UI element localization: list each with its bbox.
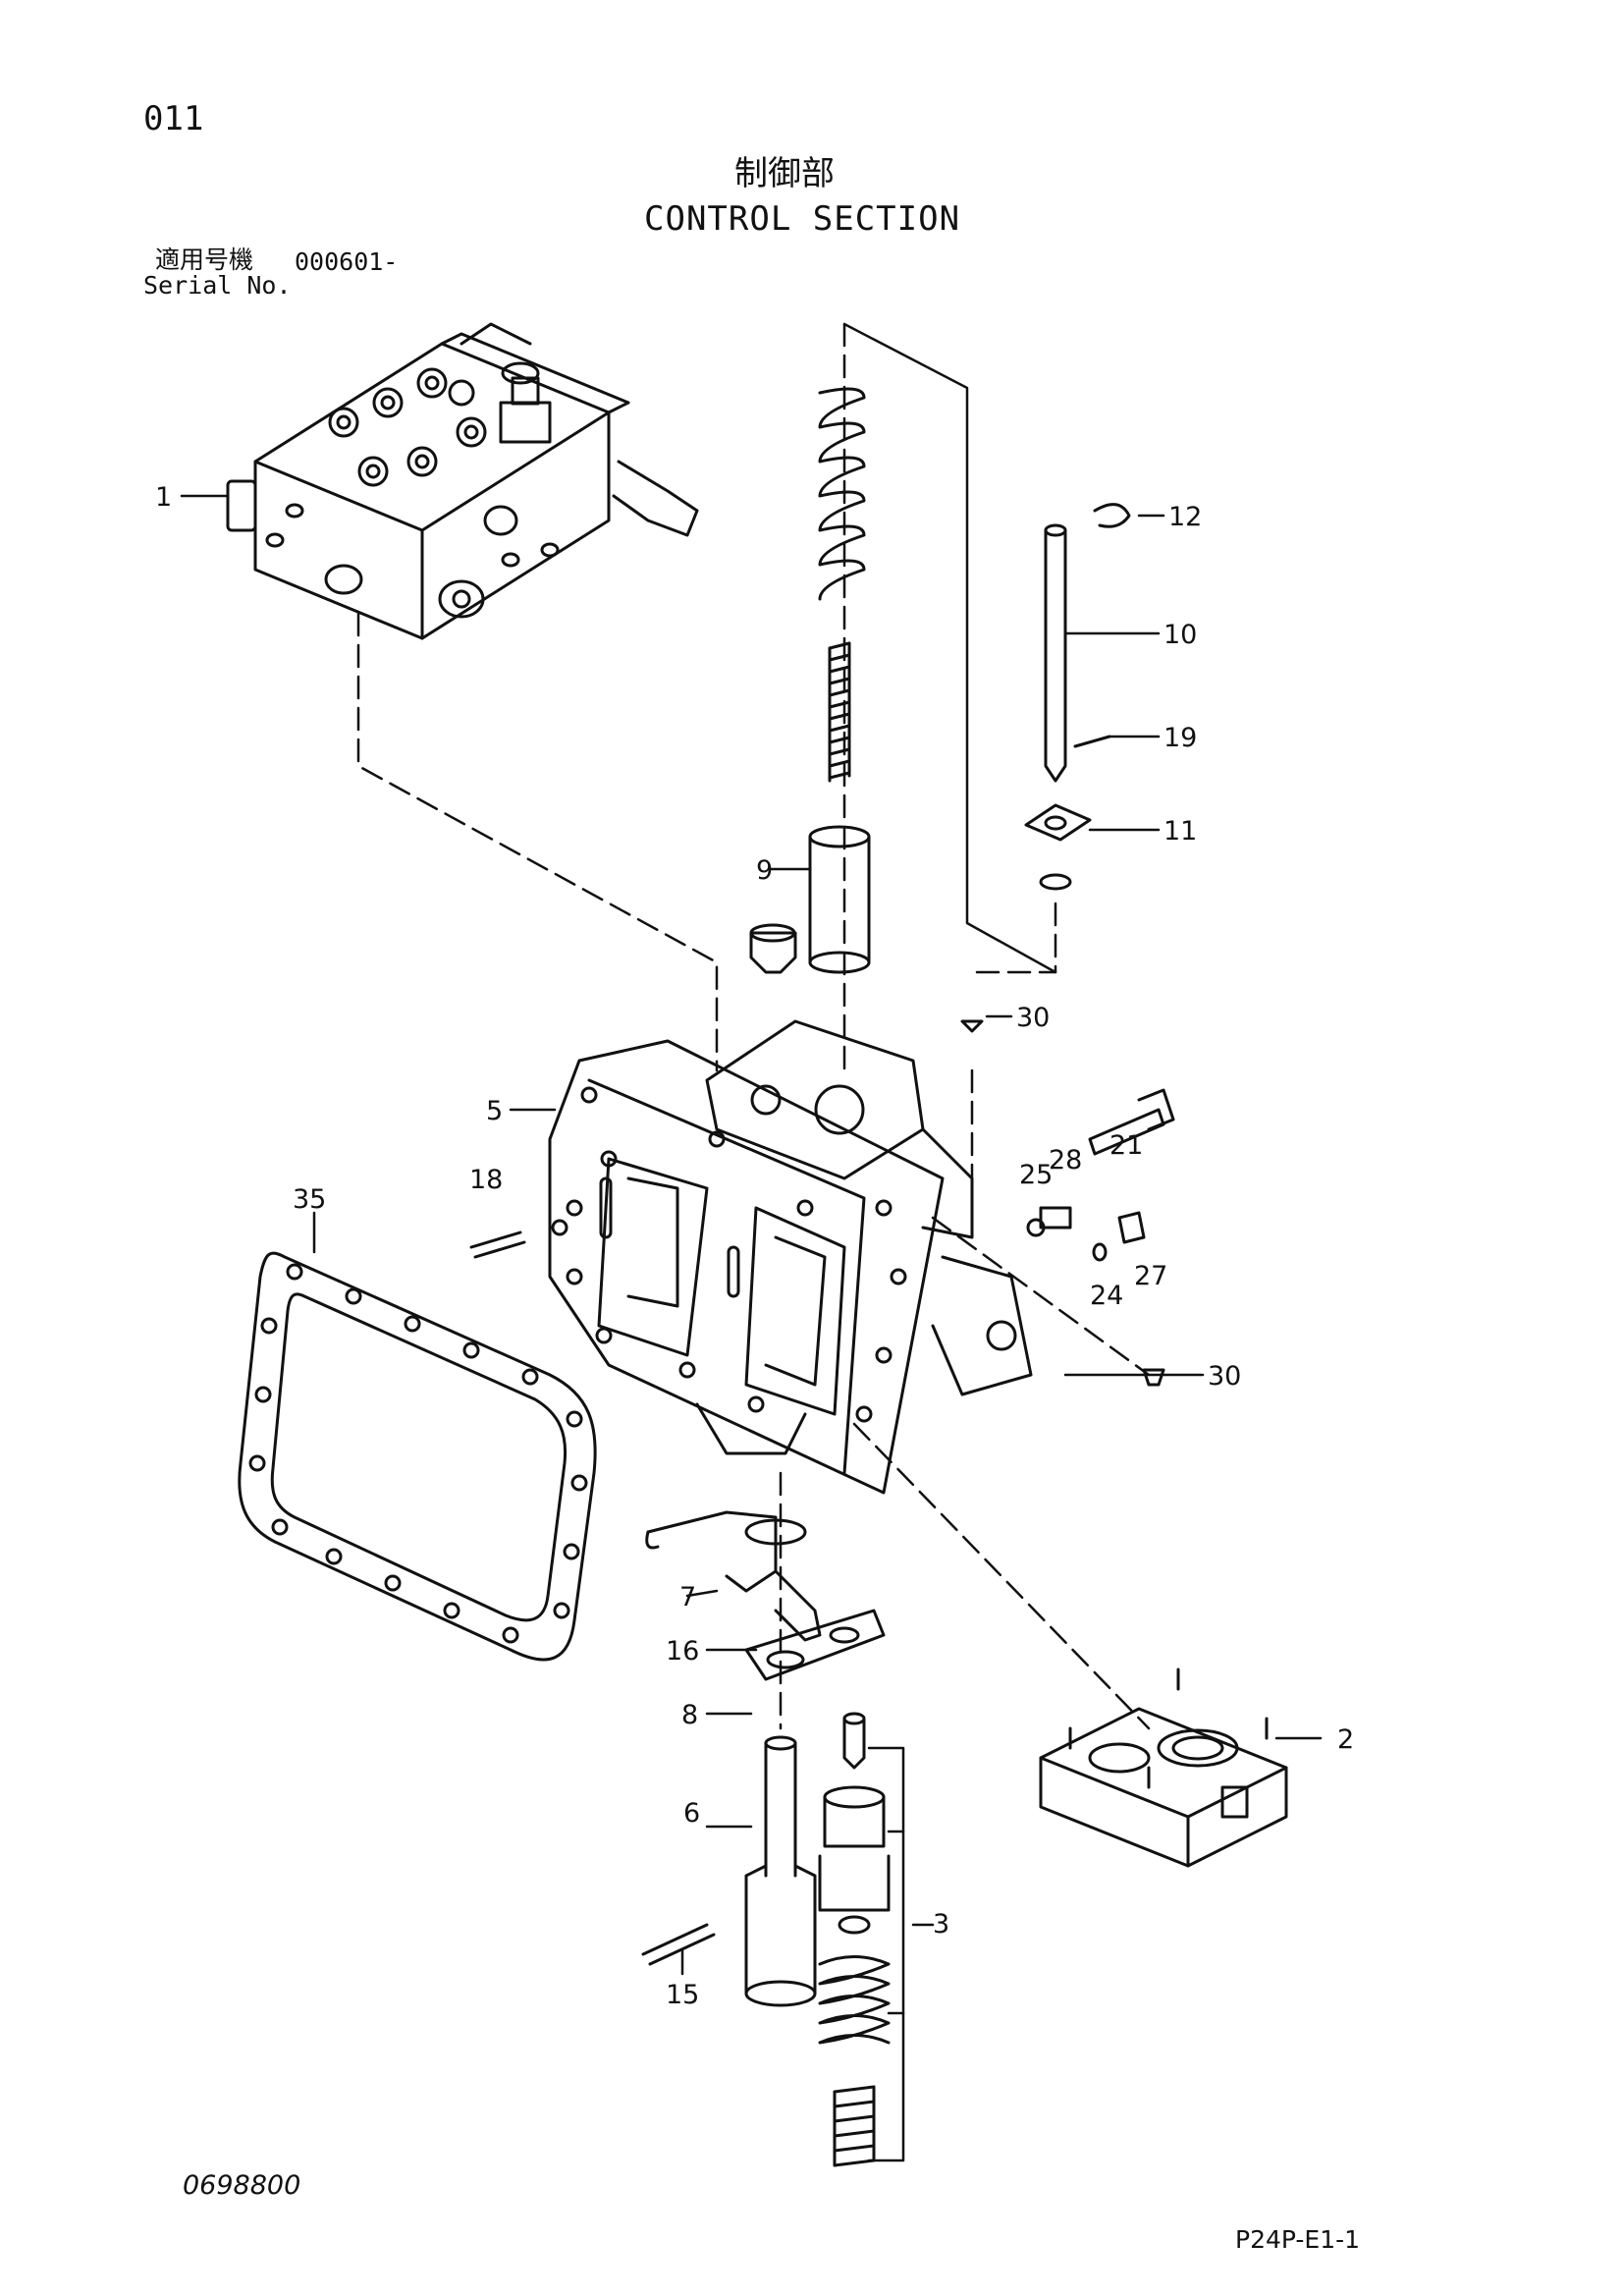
serial-value: 000601- [295,247,399,276]
callout-15: 15 [666,1980,699,2010]
gasket-drawing [238,1251,597,1662]
title-japanese: 制御部 [734,154,835,193]
callout-18: 18 [469,1165,503,1195]
callout-7: 7 [679,1582,696,1613]
callout-11: 11 [1163,816,1197,847]
callout-2: 2 [1337,1724,1354,1755]
callout-27: 27 [1134,1261,1167,1291]
callout-19: 19 [1163,723,1197,753]
callout-21: 21 [1109,1130,1143,1161]
spring-assembly-drawing [749,387,871,974]
callout-1: 1 [155,482,172,513]
valve-block-drawing [226,322,699,640]
cover-block-drawing [1039,1667,1288,1868]
page-reference: P24P-E1-1 [1235,2225,1361,2254]
pin-assembly-drawing [1024,503,1131,891]
callout-30-upper: 30 [1016,1003,1050,1033]
lower-parts-drawing [641,1510,891,2167]
callout-16: 16 [666,1636,699,1667]
control-housing-drawing [548,1019,1033,1495]
callout-35: 35 [293,1184,326,1215]
callout-6: 6 [683,1798,700,1829]
callout-24: 24 [1090,1281,1123,1311]
callout-30-lower: 30 [1208,1361,1241,1392]
leader-lines [180,494,1323,1976]
serial-label-english: Serial No. [143,271,292,300]
serial-label-japanese: 適用号機 [155,246,254,274]
callout-8: 8 [681,1700,698,1730]
callout-28: 28 [1049,1145,1082,1175]
small-fittings-drawing [469,1019,1175,1387]
callout-10: 10 [1163,620,1197,650]
callout-9: 9 [756,855,773,886]
page-code: 011 [143,99,204,138]
part-3-bracket [867,1746,905,2162]
callout-25: 25 [1019,1160,1053,1190]
callout-3: 3 [933,1909,949,1940]
callout-12: 12 [1168,502,1202,532]
callout-5: 5 [486,1096,503,1126]
callout-labels: 1 2 3 5 6 7 8 9 10 11 12 15 16 18 19 21 … [155,482,1354,2010]
title-english: CONTROL SECTION [644,199,961,239]
guide-lines [842,322,1057,974]
document-number: 0698800 [183,2170,301,2201]
